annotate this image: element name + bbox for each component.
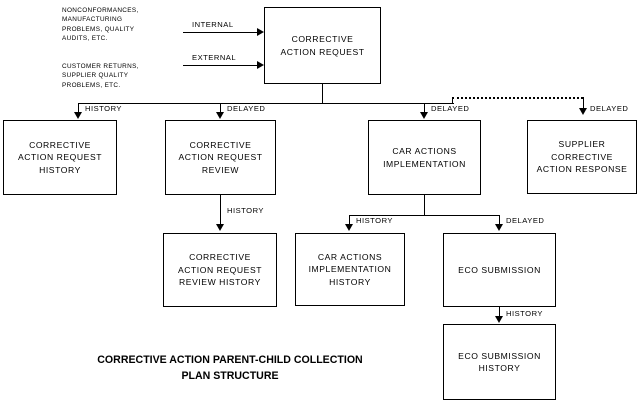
edge-label-eco-history: HISTORY	[506, 309, 543, 318]
edge-arrow-review-history	[216, 224, 224, 231]
node-eco-submission[interactable]: ECO SUBMISSION	[443, 233, 556, 307]
edge-label-supplier-response: DELAYED	[590, 104, 629, 113]
node-corrective-action-request-history[interactable]: CORRECTIVE ACTION REQUEST HISTORY	[3, 120, 117, 195]
edge-arrow-actions-history	[345, 224, 353, 231]
drop-line-eco-history	[499, 307, 500, 319]
edge-label-review-history: HISTORY	[227, 206, 264, 215]
drop-line-actions-history	[349, 215, 350, 225]
node-label-corrective-action-request-review: CORRECTIVE ACTION REQUEST REVIEW	[178, 139, 263, 175]
drop-line-eco-submission	[499, 215, 500, 225]
edge-arrow-internal	[257, 28, 264, 36]
internal-source-text: NONCONFORMANCES, MANUFACTURING PROBLEMS,…	[62, 7, 139, 42]
node-corrective-action-request-review[interactable]: CORRECTIVE ACTION REQUEST REVIEW	[165, 120, 276, 195]
node-car-actions-implementation-history[interactable]: CAR ACTIONS IMPLEMENTATION HISTORY	[295, 233, 405, 306]
edge-line-external	[183, 65, 259, 66]
edge-arrow-supplier-response	[579, 108, 587, 115]
edge-arrow-eco-history	[495, 316, 503, 323]
node-corrective-action-request[interactable]: CORRECTIVE ACTION REQUEST	[264, 7, 381, 84]
drop-line-car-review	[220, 103, 221, 113]
edge-label-car-review: DELAYED	[227, 104, 266, 113]
diagram-title: CORRECTIVE ACTION PARENT-CHILD COLLECTIO…	[97, 354, 363, 382]
node-label-eco-submission: ECO SUBMISSION	[458, 264, 541, 275]
car-actions-bus	[349, 215, 500, 216]
node-car-actions-implementation[interactable]: CAR ACTIONS IMPLEMENTATION	[368, 120, 481, 195]
edge-arrow-eco-submission	[495, 224, 503, 231]
edge-label-eco-submission: DELAYED	[506, 216, 545, 225]
distribution-bus-solid	[78, 103, 454, 104]
node-label-corrective-action-request-history: CORRECTIVE ACTION REQUEST HISTORY	[17, 139, 103, 175]
edge-arrow-car-review	[216, 112, 224, 119]
node-label-eco-submission-history: ECO SUBMISSION HISTORY	[458, 350, 541, 374]
dotted-bus-riser	[452, 97, 453, 104]
drop-line-supplier-response	[583, 97, 584, 113]
node-eco-submission-history[interactable]: ECO SUBMISSION HISTORY	[443, 324, 556, 400]
root-drop-line	[322, 84, 323, 103]
node-label-corrective-action-request: CORRECTIVE ACTION REQUEST	[280, 34, 365, 57]
edge-arrow-external	[257, 61, 264, 69]
node-label-supplier-corrective-action-response: SUPPLIER CORRECTIVE ACTION RESPONSE	[536, 139, 628, 175]
edge-label-internal: INTERNAL	[192, 20, 234, 29]
edge-label-car-actions: DELAYED	[431, 104, 470, 113]
drop-line-car-history	[78, 103, 79, 113]
node-label-car-actions-implementation-history: CAR ACTIONS IMPLEMENTATION HISTORY	[308, 251, 392, 287]
node-label-corrective-action-request-review-history: CORRECTIVE ACTION REQUEST REVIEW HISTORY	[177, 252, 263, 288]
edge-line-internal	[183, 32, 259, 33]
edge-label-actions-history: HISTORY	[356, 216, 393, 225]
node-corrective-action-request-review-history[interactable]: CORRECTIVE ACTION REQUEST REVIEW HISTORY	[163, 233, 277, 307]
drop-line-car-actions	[424, 103, 425, 113]
drop-line-review-history	[220, 195, 221, 225]
edge-label-car-history: HISTORY	[85, 104, 122, 113]
external-source-text: CUSTOMER RETURNS, SUPPLIER QUALITY PROBL…	[62, 63, 139, 89]
node-label-car-actions-implementation: CAR ACTIONS IMPLEMENTATION	[383, 146, 466, 169]
car-actions-drop-line	[424, 195, 425, 216]
edge-arrow-car-history	[74, 112, 82, 119]
edge-label-external: EXTERNAL	[192, 53, 237, 62]
edge-arrow-car-actions	[420, 112, 428, 119]
distribution-bus-dotted	[452, 97, 583, 99]
node-supplier-corrective-action-response[interactable]: SUPPLIER CORRECTIVE ACTION RESPONSE	[527, 120, 637, 194]
